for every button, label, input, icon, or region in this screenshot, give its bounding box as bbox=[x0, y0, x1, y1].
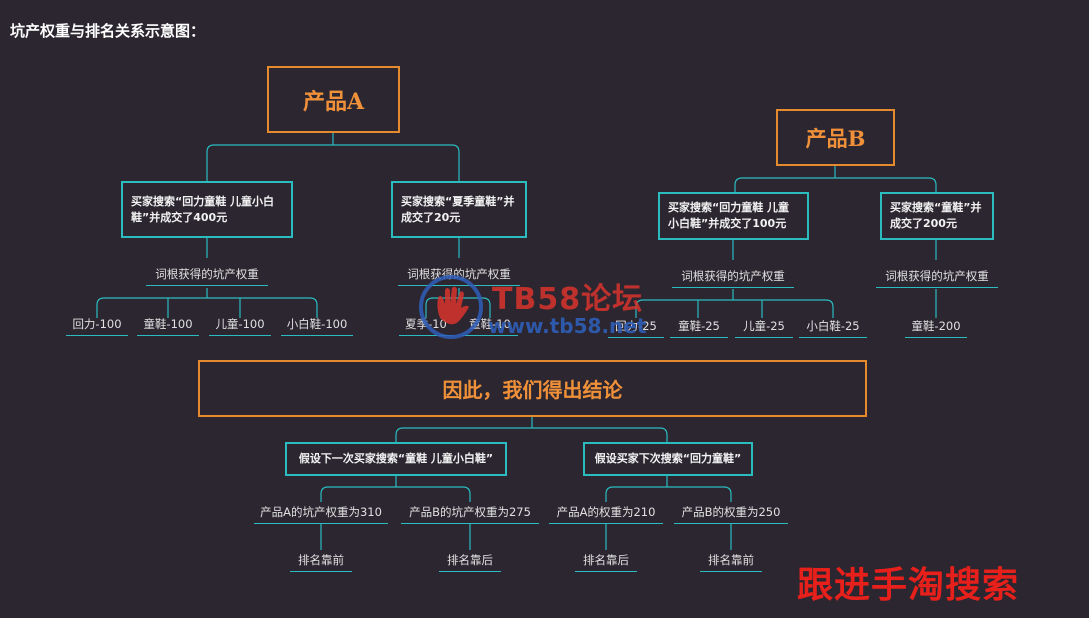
scenario-2-product-b: 产品B的权重为250 bbox=[674, 504, 788, 524]
scenario-1-b-rank: 排名靠后 bbox=[439, 552, 501, 572]
product-b-word-3: 儿童-25 bbox=[735, 318, 793, 338]
scenario-2-product-a: 产品A的权重为210 bbox=[549, 504, 663, 524]
product-a-case-1: 买家搜索“回力童鞋 儿童小白鞋”并成交了400元 bbox=[121, 181, 293, 238]
product-b-weight-label-2: 词根获得的坑产权重 bbox=[876, 268, 998, 288]
scenario-2-a-rank: 排名靠后 bbox=[575, 552, 637, 572]
product-b-word-4: 小白鞋-25 bbox=[799, 318, 867, 338]
product-b-word-2: 童鞋-25 bbox=[670, 318, 728, 338]
product-a-case-2: 买家搜索“夏季童鞋”并成交了20元 bbox=[391, 181, 527, 238]
product-a-weight-label-2: 词根获得的坑产权重 bbox=[398, 266, 520, 286]
scenario-1-box: 假设下一次买家搜索“童鞋 儿童小白鞋” bbox=[285, 442, 507, 476]
watermark-url: www.tb58.net bbox=[488, 314, 647, 338]
product-a-word-3: 儿童-100 bbox=[209, 316, 271, 336]
page-title: 坑产权重与排名关系示意图： bbox=[10, 22, 206, 40]
watermark-name: TB58论坛 bbox=[492, 282, 644, 317]
product-b-case-1: 买家搜索“回力童鞋 儿童小白鞋”并成交了100元 bbox=[658, 192, 809, 240]
product-b-case-2: 买家搜索“童鞋”并成交了200元 bbox=[880, 192, 994, 240]
scenario-2-b-rank: 排名靠前 bbox=[700, 552, 762, 572]
product-b-box: 产品B bbox=[776, 109, 895, 166]
product-b-weight-label-1: 词根获得的坑产权重 bbox=[672, 268, 794, 288]
product-a-word-1: 回力-100 bbox=[66, 316, 128, 336]
scenario-1-product-b: 产品B的坑产权重为275 bbox=[401, 504, 539, 524]
product-a-box: 产品A bbox=[267, 66, 400, 133]
watermark-hand-icon bbox=[419, 275, 483, 339]
product-b-word-5: 童鞋-200 bbox=[905, 318, 967, 338]
slogan-text: 跟进手淘搜索 bbox=[797, 565, 1020, 606]
product-b-word-1: 回力-25 bbox=[608, 318, 664, 338]
conclusion-box: 因此，我们得出结论 bbox=[198, 360, 867, 417]
scenario-2-box: 假设买家下次搜索“回力童鞋” bbox=[583, 442, 753, 476]
scenario-1-a-rank: 排名靠前 bbox=[290, 552, 352, 572]
product-a-word-4: 小白鞋-100 bbox=[281, 316, 353, 336]
scenario-1-product-a: 产品A的坑产权重为310 bbox=[254, 504, 388, 524]
product-a-weight-label-1: 词根获得的坑产权重 bbox=[146, 266, 268, 286]
product-a-word-2: 童鞋-100 bbox=[137, 316, 199, 336]
